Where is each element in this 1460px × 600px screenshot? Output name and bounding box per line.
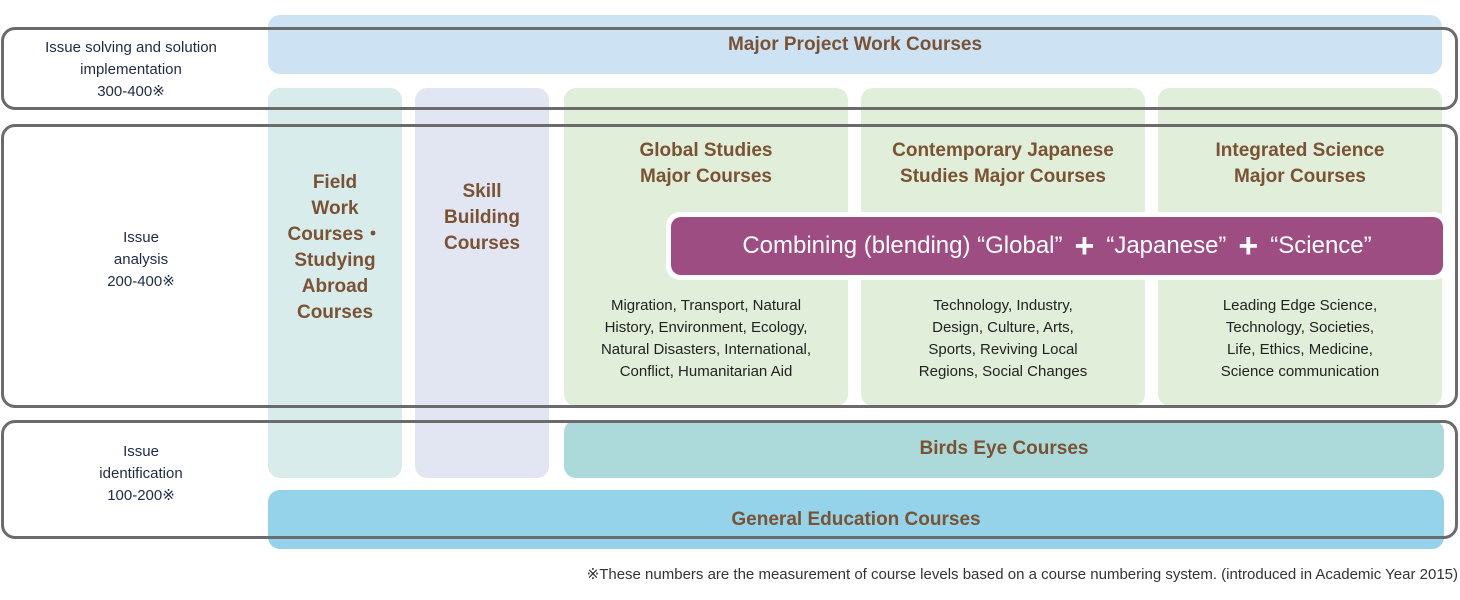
level-band-solving (1, 27, 1458, 110)
combining-banner-inner: Combining (blending) “Global” + “Japanes… (671, 217, 1443, 275)
integrated-science-description: Leading Edge Science, Technology, Societ… (1220, 297, 1380, 380)
footnote: ※These numbers are the measurement of co… (586, 566, 1458, 583)
combining-banner: Combining (blending) “Global” + “Japanes… (666, 212, 1448, 280)
level-band-identification (1, 420, 1458, 539)
skill-building-label: Skill Building Courses (443, 181, 521, 254)
major-project-panel: Major Project Work Courses (268, 15, 1442, 74)
global-studies-description: Migration, Transport, Natural History, E… (600, 297, 812, 380)
combining-text-japanese: “Japanese” (1106, 232, 1227, 259)
major-project-label: Major Project Work Courses (727, 33, 983, 55)
plus-icon: + (1074, 227, 1095, 265)
skill-building-panel: Skill Building Courses (415, 88, 549, 478)
combining-text-science: “Science” (1270, 232, 1372, 259)
japanese-studies-description: Technology, Industry, Design, Culture, A… (918, 297, 1088, 380)
plus-icon: + (1238, 227, 1259, 265)
general-education-label: General Education Courses (731, 508, 981, 530)
japanese-studies-title: Contemporary Japanese Studies Major Cour… (892, 140, 1114, 187)
combining-text-global: Combining (blending) “Global” (742, 232, 1063, 259)
global-studies-title: Global Studies Major Courses (639, 140, 773, 187)
birds-eye-label: Birds Eye Courses (919, 438, 1089, 459)
level-band-analysis (1, 124, 1458, 408)
field-work-label: Field Work Courses・ Studying Abroad Cour… (287, 172, 383, 323)
field-work-panel: Field Work Courses・ Studying Abroad Cour… (268, 88, 402, 478)
general-education-panel: General Education Courses (268, 490, 1444, 549)
level-label-analysis: Issue analysis 200-400※ (107, 229, 175, 290)
integrated-science-title: Integrated Science Major Courses (1215, 140, 1385, 187)
level-label-identification: Issue identification 100-200※ (99, 443, 183, 504)
birds-eye-panel: Birds Eye Courses (564, 420, 1444, 478)
level-label-solving: Issue solving and solution implementatio… (45, 39, 217, 100)
